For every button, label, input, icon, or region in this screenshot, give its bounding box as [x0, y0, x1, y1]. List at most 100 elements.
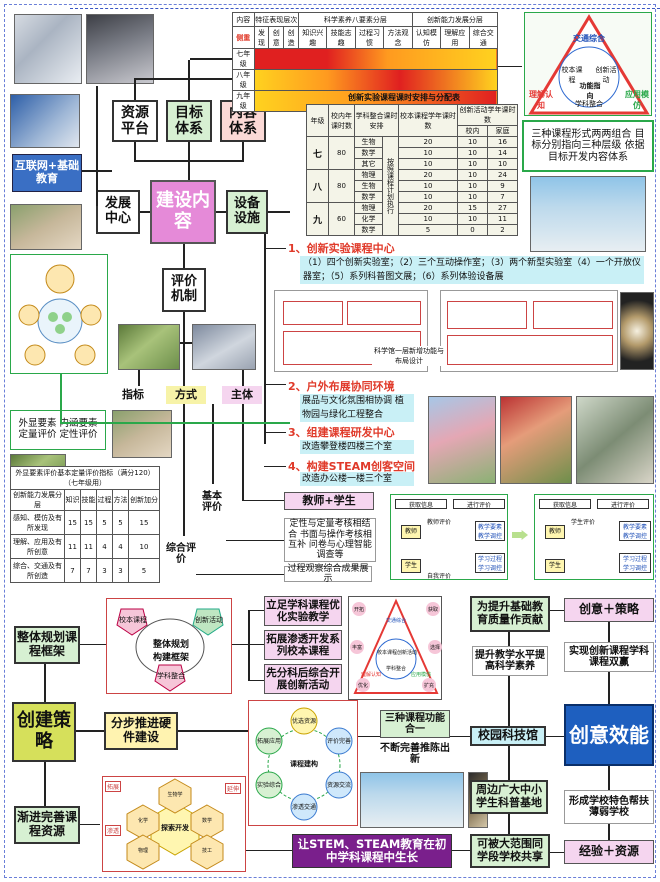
value-cell: 5: [397, 224, 459, 236]
value-cell: 14: [487, 147, 518, 159]
goal-cell: 创意: [268, 26, 285, 49]
three-courses-text: 三种课程功能合一: [385, 712, 445, 736]
tri-small-node: 选择: [429, 645, 440, 651]
stem-text: 让STEM、STEAM教育在初中学科课程中生长: [297, 836, 447, 864]
indicator-node: 指标: [110, 386, 156, 404]
grade-cell: 九: [306, 202, 329, 236]
goal-header-content: 内容: [232, 12, 255, 27]
tri-small-inner: 应用模仿: [411, 672, 432, 678]
hex-center: 课程建构: [290, 760, 318, 768]
tri-small-inner: 理解认知: [361, 672, 382, 678]
gradual-resource-box: 渐进完善课程资源: [14, 806, 80, 844]
value-cell: 15: [457, 202, 488, 214]
value-cell: 10: [397, 147, 459, 159]
score-cell: 11: [80, 534, 97, 559]
subject-cell: 生物: [354, 136, 383, 148]
build-content-node: 建设内容: [150, 180, 216, 244]
basic-eval-text-box: 定性与定量考核相结合 书面与操作考核相互补 问卷与心理智能调查等: [284, 518, 376, 562]
facility-title-1: 1、创新实验课程中心: [288, 242, 395, 255]
students-working-photo: [118, 324, 180, 370]
flow-evaluate: 进行评价: [453, 499, 505, 509]
stem-box: 让STEM、STEAM教育在初中学科课程中生长: [292, 834, 452, 868]
score-header: 创新加分: [128, 489, 160, 511]
score-table: 外显要素评价基本定量评价指标（满分120）（七年级用） 创新能力发展分层 知识 …: [10, 466, 160, 583]
overall-plan-box: 整体规划课程框架: [14, 626, 80, 664]
schedule-table: 年级 校内年课时数 学科整合课时安排 校本课程学年课时数 创新活动学年课时数 校…: [306, 104, 518, 236]
tri-small-inner: 校本课程: [377, 650, 398, 656]
realize-win-label: 实现创新课程学科课程双赢: [569, 645, 649, 669]
score-cell: 4: [96, 534, 113, 559]
value-cell: 10: [457, 213, 488, 225]
score-cell: 4: [112, 534, 129, 559]
resource-platform-diagram: [14, 14, 82, 84]
goal-layer-table: 内容 特征表现层次 科学素养八要素分层 创新能力发展分层 侧重 发现 创意 创造…: [232, 12, 499, 112]
development-center-node: 发展中心: [96, 190, 140, 234]
value-cell: 10: [457, 158, 488, 170]
subject-cell: 数学: [354, 224, 383, 236]
basic-eval-text: 定性与定量考核相结合 书面与操作考核相互补 问卷与心理智能调查等: [288, 519, 372, 561]
basic-evaluation-label: 基本评价: [202, 490, 222, 514]
score-cell: 7: [64, 558, 81, 583]
plan-center-label: 整体规划构建框架: [152, 640, 189, 663]
flow-learn-adjust-text: 学习调控: [477, 565, 502, 572]
facility-text-3: 改造攀登楼四楼三个室: [300, 440, 414, 454]
col-school-course: 校本课程学年课时数: [397, 104, 459, 137]
facility-title-4: 4、构建STEAM创客空间: [288, 460, 416, 473]
flow-demand-text: 教学要素: [477, 524, 502, 531]
col-home: 家庭: [487, 125, 518, 137]
build-content-label: 建设内容: [156, 190, 210, 232]
subject-course-box: 立足学科课程优化实验教学: [264, 596, 342, 626]
facility-text-2: 展品与文化氛围相协调 植物园与绿化工程整合: [300, 394, 414, 422]
flow-teacher-2: 教师: [545, 525, 565, 539]
subject-cell: 物理: [354, 202, 383, 214]
explore-item: 化学: [137, 818, 148, 824]
score-cell: 11: [64, 534, 81, 559]
tri-small-inner: 学科整合: [385, 666, 406, 672]
eval-flow-left: 获取信息 进行评价 教师 学生 教师评价 自我评价 教学要素教学调控 学习过程学…: [390, 494, 508, 580]
step-hardware-box: 分步推进硬件建设: [104, 712, 178, 750]
step-hardware-label: 分步推进硬件建设: [110, 716, 171, 744]
goal-cell: 过程习惯: [354, 26, 385, 49]
goal-cell: 理解应用: [440, 26, 470, 49]
flow-student-2: 学生: [545, 559, 565, 573]
gradual-resource-label: 渐进完善课程资源: [16, 810, 77, 838]
hex-item: 评价完善: [326, 738, 351, 745]
hours-cell: 80: [328, 169, 355, 203]
hex-item: 资源交流: [326, 782, 351, 789]
creative-strategy-box: 创意＋策略: [564, 598, 654, 622]
score-cell: 15: [80, 510, 97, 535]
school-museum-box: 校园科技馆: [470, 726, 546, 746]
tri-top-label: 交通综合: [573, 34, 605, 43]
value-cell: 10: [457, 180, 488, 192]
indicator-text: 外显要素 内涵要素 定量评价 定性评价: [18, 418, 98, 440]
three-forms-box: 三种课程形式两两组合 目标分别指向三种层级 依据目标开发内容体系: [522, 120, 654, 172]
flow-adjust-text-2: 教学调控: [622, 533, 647, 540]
hex-item: 实验综合: [256, 782, 281, 789]
goal-header-innovation: 创新能力发展分层: [411, 12, 499, 27]
base-box: 周边广大中小学生科普基地: [470, 780, 548, 814]
explore-item: 物理: [137, 848, 148, 854]
share-label: 可被大范围同学段学校共享: [477, 837, 543, 863]
floor-plan-caption: 科学馆一层新增功能与布局设计: [372, 346, 446, 366]
facility-title-3: 3、组建课程研发中心: [288, 426, 395, 439]
comp-eval-text-box: 过程观察综合成果展示: [284, 564, 372, 584]
cycle-item: 校本课程: [119, 616, 147, 624]
facility-text-1: （1）四个创新实验室；（2）三个互动操作室；（3）两个新型实验室（4）一个开放仪…: [300, 256, 644, 284]
value-cell: 0: [457, 224, 488, 236]
resource-platform-label: 资源平台: [121, 104, 149, 137]
subject-course-text: 立足学科课程优化实验教学: [266, 598, 340, 623]
goal-system-label: 目标体系: [175, 104, 203, 137]
subject-cell: 数学: [354, 147, 383, 159]
creative-strategy-label: 创意＋策略: [578, 602, 639, 617]
goal-cell: 发现: [253, 26, 270, 49]
score-table-title: 外显要素评价基本定量评价指标（满分120）（七年级用）: [10, 466, 160, 489]
goal-cell: 综合交通: [468, 26, 499, 49]
schedule-title: 创新实验课程课时安排与分配表: [348, 93, 460, 102]
comprehensive-evaluation-node: 综合评价: [166, 536, 196, 572]
flow-learn: 学习过程学习调控: [475, 553, 505, 573]
monument-photo: [576, 396, 654, 484]
plan-cell: 按照课程计划执行: [381, 136, 399, 236]
tri-small-inner: 交通综合: [385, 618, 406, 624]
classroom-photo: [10, 94, 80, 148]
hex-item: 渗透交通: [291, 804, 316, 811]
